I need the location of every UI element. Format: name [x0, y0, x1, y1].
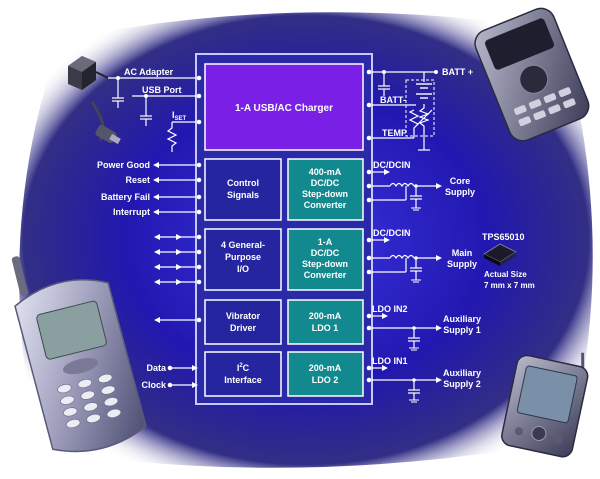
- battery-nodes: [366, 69, 438, 141]
- vibrator-line2: Driver: [230, 323, 257, 333]
- actual-size-label: Actual Size: [484, 270, 527, 279]
- inductor-icon: [389, 182, 415, 188]
- handheld-device-icon: [474, 7, 590, 142]
- chip-package-icon: [483, 243, 517, 266]
- conv1a-line2: DC/DC: [311, 248, 340, 258]
- converter-400ma-block: [287, 158, 364, 221]
- ac-adapter-icon: [68, 56, 109, 90]
- i2c-pre: I: [237, 363, 240, 373]
- i2c-sup: 2: [239, 363, 243, 369]
- ldo-in2-label: LDO IN2: [372, 304, 408, 314]
- iset-sub: SET: [175, 116, 187, 122]
- vibrator-line1: Vibrator: [226, 311, 261, 321]
- battery-fail-label: Battery Fail: [101, 192, 150, 202]
- dcdcin-1-label: DC/DCIN: [373, 160, 411, 170]
- control-signals-block: [204, 158, 282, 221]
- batt-minus-label: BATT-: [380, 95, 406, 105]
- main-supply-line2: Supply: [447, 259, 477, 269]
- inductor-icon-2: [389, 254, 415, 260]
- conv400-line4: Converter: [304, 200, 347, 210]
- iset-main: I: [172, 110, 175, 120]
- aux-supply-1-line2: Supply 1: [443, 325, 481, 335]
- thermistor-icon: [415, 104, 433, 130]
- vibrator-driver-block: [204, 299, 282, 345]
- ldo2-line1: 200-mA: [309, 363, 342, 373]
- dcdcin-2-label: DC/DCIN: [373, 228, 411, 238]
- converter-1a-block: [287, 228, 364, 291]
- control-signals-line2: Signals: [227, 190, 259, 200]
- main-supply-line1: Main: [452, 248, 473, 258]
- input-wires: [108, 77, 196, 152]
- ldo2-line2: LDO 2: [312, 375, 339, 385]
- charger-block: [204, 63, 364, 151]
- battery-pack-outline: [405, 79, 435, 137]
- aux-supply-1-line1: Auxiliary: [443, 314, 481, 324]
- pda-icon: [501, 352, 589, 458]
- part-number-label: TPS65010: [482, 232, 525, 242]
- converter-output-nodes: [366, 169, 442, 383]
- data-label: Data: [146, 363, 167, 373]
- battery-icon: [416, 83, 432, 99]
- cell-phone-icon: [11, 256, 147, 453]
- ground-icon: [409, 207, 421, 403]
- left-arrowheads: [153, 162, 202, 388]
- usb-cable-icon: [90, 101, 121, 145]
- gpio-block: [204, 228, 282, 291]
- ldo2-block: [287, 351, 364, 397]
- ldo1-line1: 200-mA: [309, 311, 342, 321]
- aux-supply-2-line1: Auxiliary: [443, 368, 481, 378]
- core-supply-line1: Core: [450, 176, 471, 186]
- gpio-line1: 4 General-: [221, 240, 265, 250]
- i2c-line2: Interface: [224, 375, 262, 385]
- ldo1-block: [287, 299, 364, 345]
- i2c-line1: I2C: [237, 363, 250, 373]
- iset-label: ISET: [172, 110, 187, 122]
- reset-label: Reset: [125, 175, 150, 185]
- conv1a-line4: Converter: [304, 270, 347, 280]
- i2c-block: [204, 351, 282, 397]
- charger-label: 1-A USB/AC Charger: [235, 103, 333, 114]
- core-supply-line2: Supply: [445, 187, 475, 197]
- clock-label: Clock: [141, 380, 167, 390]
- power-good-label: Power Good: [97, 160, 150, 170]
- conv400-line1: 400-mA: [309, 167, 342, 177]
- ldo-in1-label: LDO IN1: [372, 356, 408, 366]
- usb-port-label: USB Port: [142, 85, 182, 95]
- interrupt-label: Interrupt: [113, 207, 150, 217]
- dimensions-label: 7 mm x 7 mm: [484, 281, 535, 290]
- conv1a-line1: 1-A: [318, 237, 333, 247]
- aux-supply-2-line2: Supply 2: [443, 379, 481, 389]
- gpio-line2: Purpose: [225, 252, 261, 262]
- conv400-line2: DC/DC: [311, 178, 340, 188]
- temp-label: TEMP: [382, 128, 407, 138]
- batt-plus-label: BATT +: [442, 67, 473, 77]
- ac-adapter-label: AC Adapter: [124, 67, 174, 77]
- i2c-post: C: [243, 363, 250, 373]
- control-signals-line1: Control: [227, 178, 259, 188]
- gpio-line3: I/O: [237, 264, 249, 274]
- conv400-line3: Step-down: [302, 189, 348, 199]
- ldo1-line2: LDO 1: [312, 323, 339, 333]
- input-nodes: [116, 75, 202, 125]
- conv1a-line3: Step-down: [302, 259, 348, 269]
- converter-output-wires: [372, 171, 436, 400]
